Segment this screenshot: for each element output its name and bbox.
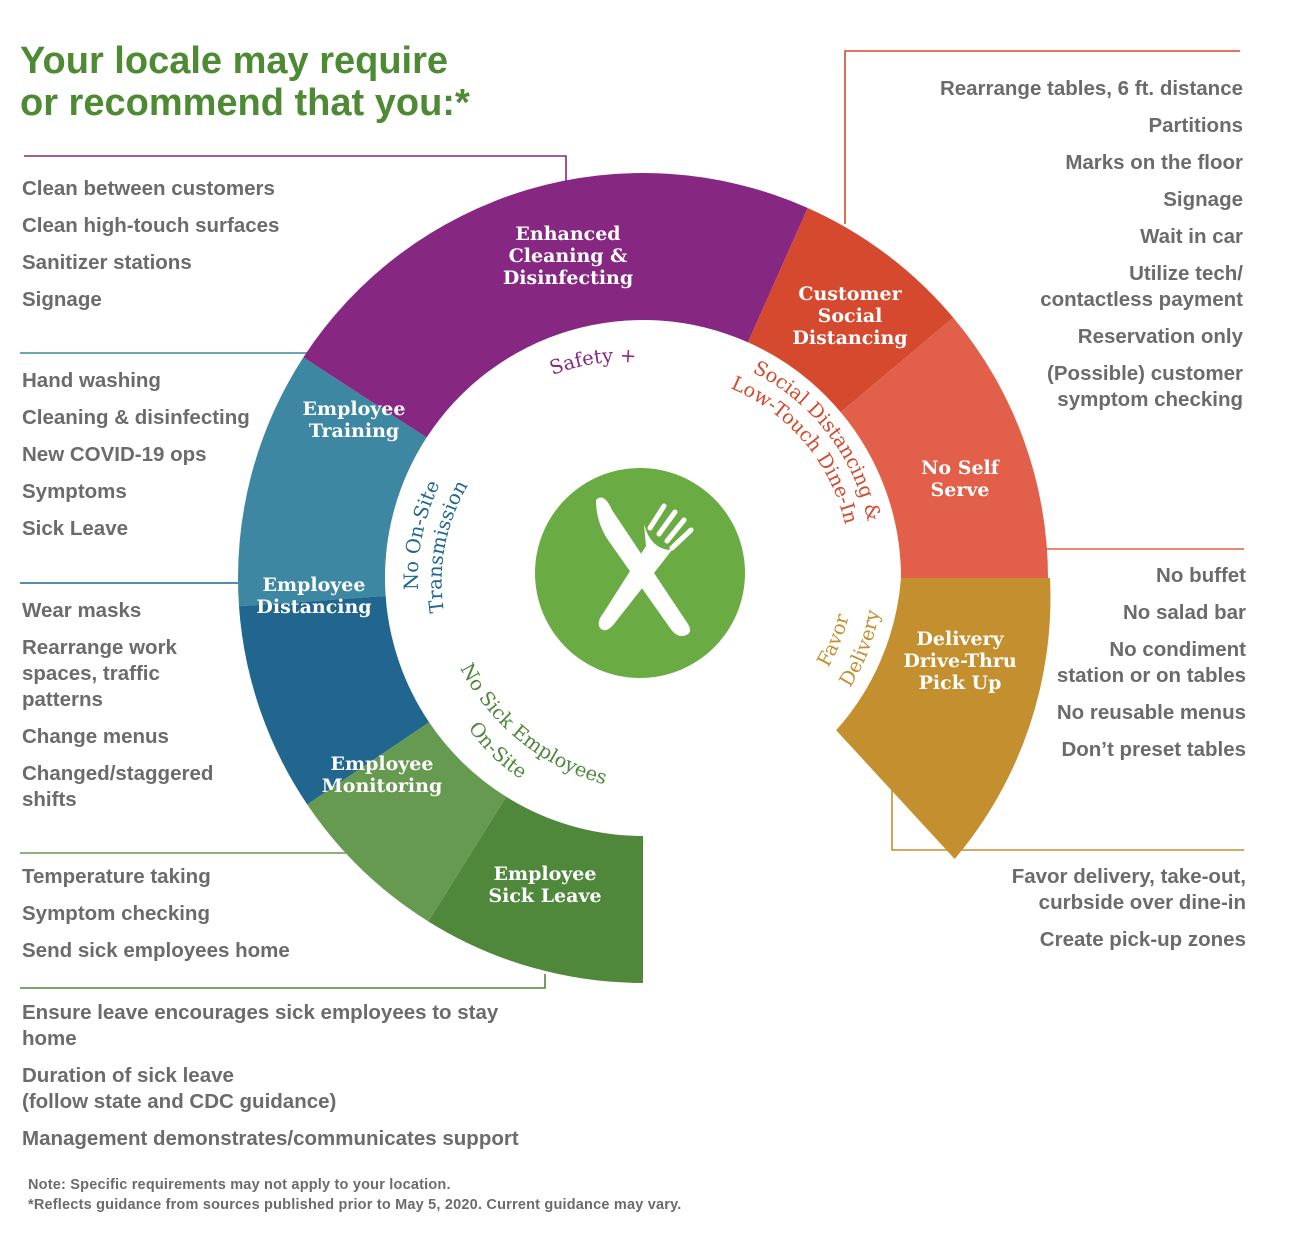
list-item: Utilize tech/contactless payment: [1040, 262, 1243, 311]
list-item: No reusable menus: [1056, 701, 1246, 724]
title-line-2: or recommend that you:*: [20, 82, 470, 124]
list-delivery: Favor delivery, take-out,curbside over d…: [1012, 864, 1246, 964]
list-item: Create pick-up zones: [1039, 928, 1246, 951]
list-item: Ensure leave encourages sick employees t…: [22, 1001, 499, 1050]
segment-delivery: [836, 578, 1051, 859]
list-item: Change menus: [22, 725, 169, 748]
list-item: Partitions: [1148, 114, 1243, 137]
footnotes: Note: Specific requirements may not appl…: [28, 1175, 682, 1215]
title-line-1: Your locale may require: [20, 40, 449, 82]
list-item: No salad bar: [1122, 601, 1246, 624]
list-sick-leave: Ensure leave encourages sick employees t…: [22, 1000, 519, 1163]
list-item: Marks on the floor: [1065, 151, 1243, 174]
note-line-2: *Reflects guidance from sources publishe…: [28, 1197, 682, 1213]
segment-no-self-serve: [840, 317, 1048, 578]
segment-enhanced-cleaning: [303, 172, 808, 438]
list-item: Sanitizer stations: [22, 251, 192, 274]
page-title: Your locale may require or recommend tha…: [20, 40, 470, 124]
connector-sick-leave: [20, 974, 546, 989]
label-safety: Safety +: [546, 344, 636, 380]
list-item: Clean high-touch surfaces: [22, 214, 280, 237]
list-item: Signage: [1163, 188, 1243, 211]
fork-and-knife-icon: [596, 497, 694, 637]
segment-customer-social-distancing: [747, 208, 954, 413]
list-item: Wear masks: [22, 599, 142, 622]
list-item: Symptom checking: [22, 902, 210, 925]
list-item: Signage: [22, 288, 102, 311]
list-item: Reservation only: [1077, 325, 1243, 348]
list-item: Favor delivery, take-out,curbside over d…: [1011, 865, 1246, 914]
list-item: Temperature taking: [22, 865, 211, 888]
segment-employee-training: [238, 357, 427, 607]
list-item: Wait in car: [1140, 225, 1243, 248]
note-line-1: Note: Specific requirements may not appl…: [28, 1177, 451, 1193]
list-item: Send sick employees home: [22, 939, 290, 962]
segment-employee-sick-leave: [428, 796, 643, 983]
connector-cleaning: [24, 155, 567, 182]
list-item: Sick Leave: [22, 517, 128, 540]
list-item: Symptoms: [22, 480, 127, 503]
list-item: Hand washing: [22, 369, 161, 392]
list-item: Duration of sick leave(follow state and …: [22, 1064, 337, 1113]
list-item: Rearrange tables, 6 ft. distance: [939, 77, 1243, 100]
connector-customer-distancing: [844, 50, 1240, 224]
list-item: Clean between customers: [22, 177, 275, 200]
list-item: Don’t preset tables: [1061, 738, 1246, 761]
list-item: Cleaning & disinfecting: [22, 406, 250, 429]
list-item: Management demonstrates/communicates sup…: [22, 1127, 519, 1150]
list-item: New COVID-19 ops: [22, 443, 207, 466]
list-item: No buffet: [1156, 564, 1246, 587]
segment-employee-monitoring: [307, 722, 507, 922]
segment-employee-distancing: [238, 595, 430, 805]
